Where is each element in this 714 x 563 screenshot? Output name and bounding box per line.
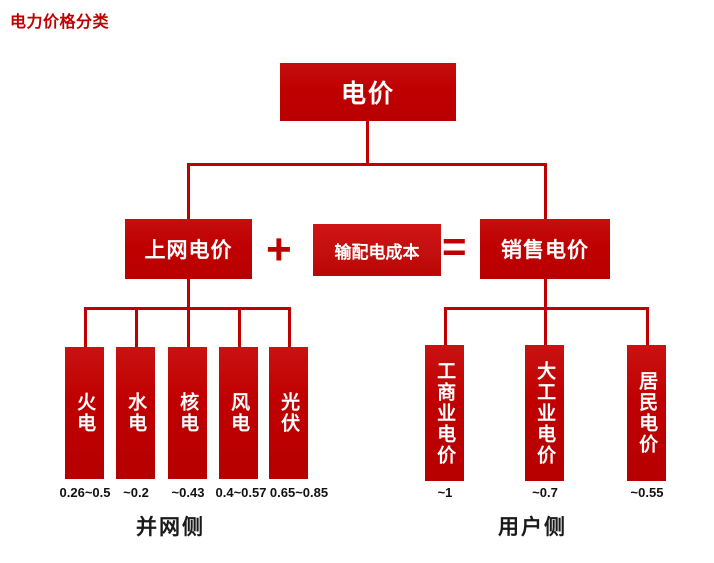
node-solar-pv-label: 光伏: [278, 392, 300, 434]
node-transmission-distribution-cost[interactable]: 输配电成本: [313, 224, 441, 276]
node-residential-price-label: 居民电价: [636, 371, 658, 455]
equals-operator: =: [442, 223, 467, 270]
value-residential-price: ~0.55: [630, 485, 664, 500]
plus-operator: +: [266, 225, 292, 274]
connector-root-stem: [366, 121, 369, 166]
node-wind-power[interactable]: 风电: [219, 347, 258, 479]
page-title: 电力价格分类: [10, 14, 110, 31]
node-sales-price[interactable]: 销售电价: [480, 219, 610, 279]
group-label-user-side: 用户侧: [498, 516, 567, 539]
connector-to-large-industrial: [544, 307, 547, 347]
value-large-industrial-price: ~0.7: [532, 485, 558, 500]
group-label-grid-side: 并网侧: [136, 516, 205, 539]
node-large-industrial-price-label: 大工业电价: [534, 360, 556, 466]
value-hydro-power: ~0.2: [123, 485, 149, 500]
connector-root-to-sales-price: [544, 163, 547, 221]
connector-grid-price-stem: [187, 278, 190, 310]
connector-to-hydro: [135, 307, 138, 347]
connector-to-solar: [288, 307, 291, 347]
node-thermal-power-label: 火电: [74, 392, 96, 434]
connector-sales-price-stem: [544, 278, 547, 310]
node-residential-price[interactable]: 居民电价: [627, 345, 666, 481]
node-commercial-industrial-price-label: 工商业电价: [434, 360, 456, 466]
node-solar-pv[interactable]: 光伏: [269, 347, 308, 479]
node-grid-price[interactable]: 上网电价: [125, 219, 252, 279]
node-electricity-price[interactable]: 电价: [280, 63, 456, 121]
node-wind-power-label: 风电: [228, 392, 250, 434]
value-solar-pv: 0.65~0.85: [269, 485, 329, 500]
connector-to-residential: [646, 307, 649, 347]
node-nuclear-power[interactable]: 核电: [168, 347, 207, 479]
connector-root-to-grid-price: [187, 163, 190, 221]
node-large-industrial-price[interactable]: 大工业电价: [525, 345, 564, 481]
value-nuclear-power: ~0.43: [171, 485, 205, 500]
value-wind-power: 0.4~0.57: [215, 485, 267, 500]
connector-to-commercial: [444, 307, 447, 347]
connector-root-bar: [187, 163, 547, 166]
value-commercial-industrial-price: ~1: [437, 485, 453, 500]
connector-to-nuclear: [187, 307, 190, 347]
node-nuclear-power-label: 核电: [177, 392, 199, 434]
node-hydro-power-label: 水电: [125, 392, 147, 434]
node-commercial-industrial-price[interactable]: 工商业电价: [425, 345, 464, 481]
node-hydro-power[interactable]: 水电: [116, 347, 155, 479]
node-thermal-power[interactable]: 火电: [65, 347, 104, 479]
connector-to-wind: [238, 307, 241, 347]
connector-to-thermal: [84, 307, 87, 347]
value-thermal-power: 0.26~0.5: [59, 485, 111, 500]
